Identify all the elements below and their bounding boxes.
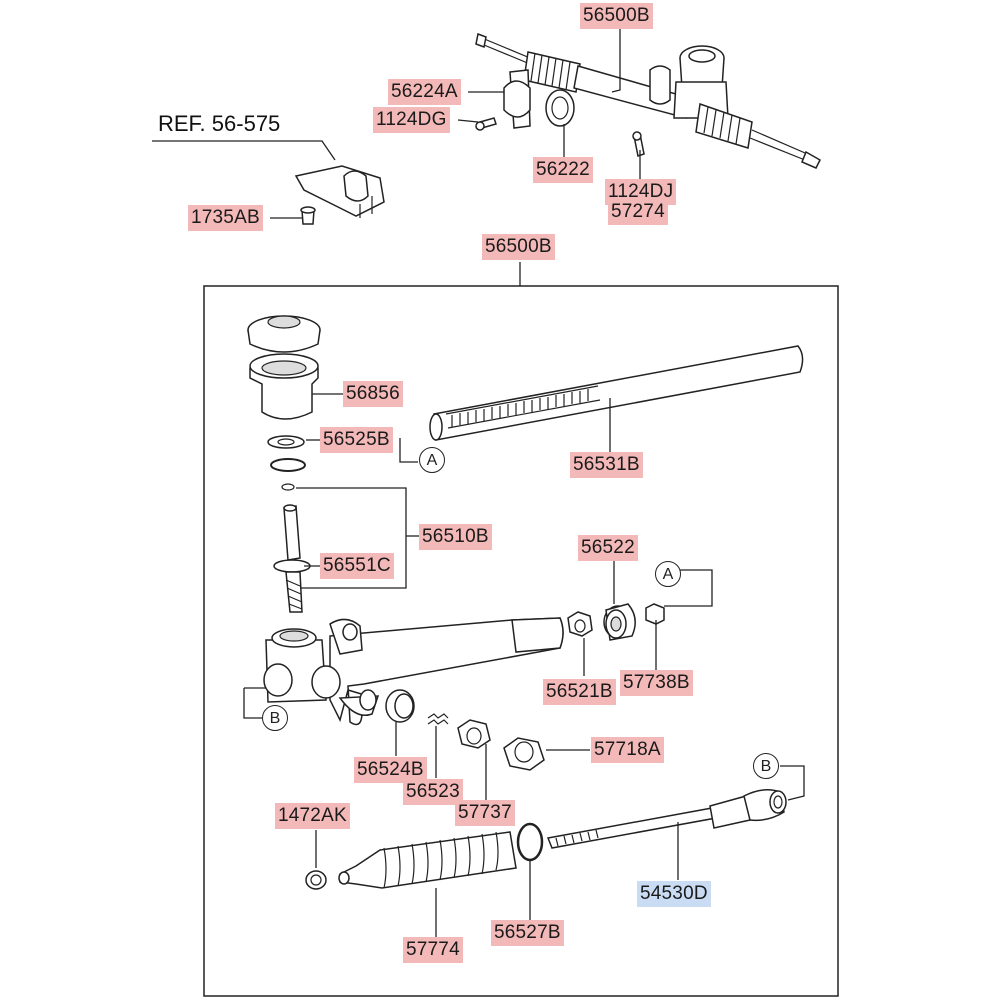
part-label-56523[interactable]: 56523 [403,779,463,805]
part-label-56551c[interactable]: 56551C [320,553,394,579]
steering-gear-assembly-illustration [475,32,821,169]
rack-bar-illustration [429,345,804,441]
part-label-56510b[interactable]: 56510B [419,524,492,550]
part-label-57737[interactable]: 57737 [455,800,515,826]
part-label-57774[interactable]: 57774 [403,937,463,963]
yoke-plug-illustration [247,315,321,491]
part-label-1472ak[interactable]: 1472AK [275,803,350,829]
part-label-57274[interactable]: 57274 [608,199,668,225]
part-label-56222[interactable]: 56222 [533,157,593,183]
gear-housing-illustration [263,617,564,726]
part-label-56524b[interactable]: 56524B [354,757,427,783]
callout-b-housing: B [262,705,288,731]
part-label-56856[interactable]: 56856 [343,381,403,407]
part-label-56525b[interactable]: 56525B [320,427,393,453]
part-label-56521b[interactable]: 56521B [543,679,616,705]
small-parts-illustration [385,603,665,771]
callout-b-tie-rod: B [753,753,779,779]
part-label-57738b[interactable]: 57738B [620,670,693,696]
pinion-illustration [273,504,311,613]
part-label-56522[interactable]: 56522 [578,535,638,561]
part-label-56500b-box[interactable]: 56500B [482,234,555,260]
part-label-1735ab[interactable]: 1735AB [188,205,263,231]
reference-bracket-illustration [152,140,385,225]
boot-and-tie-rod-illustration [305,789,787,890]
part-label-57718a[interactable]: 57718A [591,737,664,763]
callout-a-rack: A [419,447,445,473]
callout-a-nut: A [655,561,681,587]
part-label-56527b[interactable]: 56527B [491,920,564,946]
part-label-56531b[interactable]: 56531B [570,452,643,478]
part-label-54530d[interactable]: 54530D [637,881,711,907]
part-label-56224a[interactable]: 56224A [388,79,461,105]
leader-lines [243,22,805,940]
part-label-1124dg[interactable]: 1124DG [373,107,450,133]
reference-text: REF. 56-575 [158,111,281,136]
part-label-56500b-top[interactable]: 56500B [580,3,653,29]
